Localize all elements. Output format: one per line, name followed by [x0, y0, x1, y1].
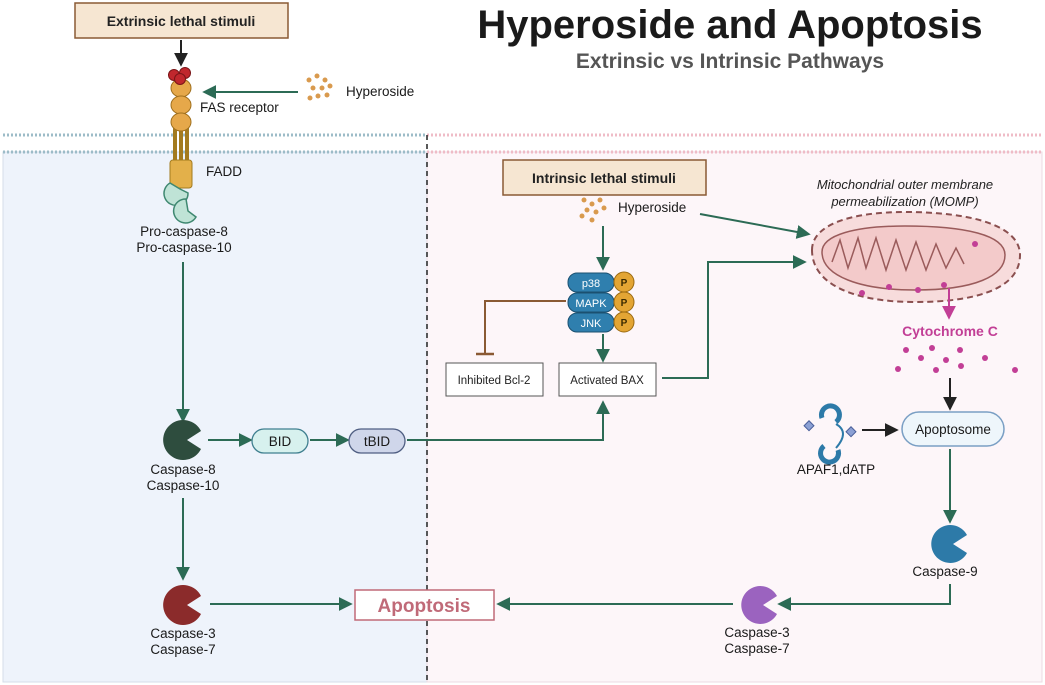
kinase-jnk-label: JNK [581, 318, 602, 330]
caspase-8-icon [163, 419, 201, 460]
hyperoside-dots-extrinsic [306, 73, 333, 101]
phospho-label-1: P [621, 278, 628, 289]
caspase-7-right-label: Caspase-7 [724, 641, 789, 656]
kinase-p38-label: p38 [582, 278, 600, 290]
apoptosome-label: Apoptosome [915, 422, 991, 437]
activated-bax-box [558, 362, 657, 397]
apaf1-label: APAF1,dATP [797, 462, 875, 477]
extrinsic-stimulus-label: Extrinsic lethal stimuli [107, 13, 256, 29]
caspase-7-left-label: Caspase-7 [150, 642, 215, 657]
cytochrome-c-label: Cytochrome C [902, 323, 998, 339]
pro-caspase-icon [163, 182, 197, 224]
fadd-icon [169, 159, 193, 189]
caspase-8-label: Caspase-8 [150, 462, 215, 477]
caspase-10-label: Caspase-10 [147, 478, 220, 493]
pro-caspase-10-label: Pro-caspase-10 [136, 240, 231, 255]
inhibition-line [484, 300, 566, 354]
momp-label-line1: Mitochondrial outer membrane [817, 177, 993, 192]
bid-node [251, 428, 309, 454]
intrinsic-stimulus-box [502, 159, 707, 196]
caspase-3-left-label: Caspase-3 [150, 626, 215, 641]
phospho-label-2: P [621, 298, 628, 309]
inhibited-bcl2-box [445, 362, 544, 397]
fas-receptor-label: FAS receptor [200, 100, 279, 115]
mitochondrion-icon [810, 210, 1022, 304]
pro-caspase-8-label: Pro-caspase-8 [140, 224, 228, 239]
cytochrome-dots [895, 345, 1018, 373]
kinase-mapk-label: MAPK [575, 298, 607, 310]
caspase-3-right-label: Caspase-3 [724, 625, 789, 640]
apoptosis-label: Apoptosis [378, 596, 471, 617]
tbid-node [348, 428, 406, 454]
intrinsic-stimulus-label: Intrinsic lethal stimuli [532, 170, 676, 186]
caspase-3-right-icon [741, 586, 777, 624]
hyperoside-label-extrinsic: Hyperoside [346, 84, 414, 99]
hyperoside-label-intrinsic: Hyperoside [618, 200, 686, 215]
apaf1-icon [803, 403, 857, 465]
page-subtitle: Extrinsic vs Intrinsic Pathways [576, 50, 884, 73]
activated-bax-label: Activated BAX [570, 375, 644, 387]
caspase-9-label: Caspase-9 [912, 564, 977, 579]
page-title: Hyperoside and Apoptosis [477, 3, 982, 47]
caspase-3-left-icon [163, 585, 201, 625]
apoptosis-box [354, 589, 495, 621]
fadd-label: FADD [206, 164, 242, 179]
extrinsic-stimulus-box [74, 2, 289, 39]
momp-label-line2: permeabilization (MOMP) [830, 194, 978, 209]
fas-receptor-icon [168, 67, 192, 188]
caspase-9-icon [931, 525, 967, 563]
phospho-label-3: P [621, 318, 628, 329]
tbid-label: tBID [364, 434, 391, 449]
inhibited-bcl2-label: Inhibited Bcl-2 [458, 375, 531, 387]
mapk-kinase-stack [567, 271, 635, 333]
bid-label: BID [269, 434, 292, 449]
hyperoside-dots-intrinsic [579, 197, 607, 223]
apoptosome-node [901, 411, 1005, 447]
